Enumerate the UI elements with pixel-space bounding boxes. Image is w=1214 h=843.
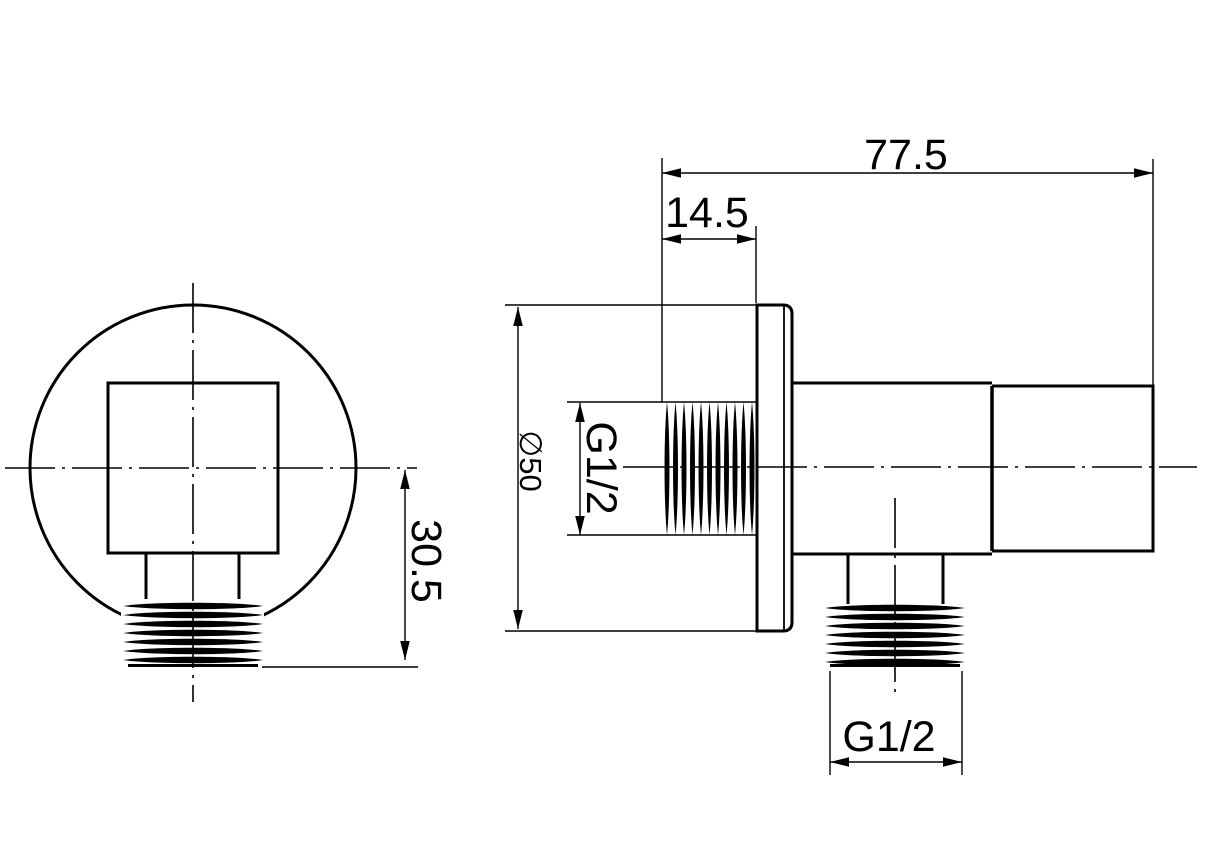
wall-flange-side — [755, 303, 794, 633]
arrowhead — [1134, 168, 1153, 178]
dim-text-total-depth: 77.5 — [864, 131, 948, 179]
arrowhead — [513, 610, 523, 629]
arrowhead — [400, 641, 410, 660]
arrowhead — [513, 307, 523, 326]
side-view — [664, 303, 1155, 667]
arrowhead — [575, 516, 585, 535]
end-cap — [992, 384, 1155, 553]
arrowhead — [662, 234, 681, 244]
arrowhead — [943, 757, 962, 767]
arrowhead — [737, 234, 756, 244]
arrowhead — [830, 757, 849, 767]
dim-text-wall-thread-length: 14.5 — [665, 189, 749, 237]
arrowhead — [575, 403, 585, 422]
dim-text-wall-thread-size: G1/2 — [577, 421, 625, 514]
centerlines — [5, 283, 1197, 702]
dimensions: 77.5 14.5 ∅50 G1/2 30.5 G1/2 — [262, 131, 1154, 775]
wall-thread-side — [664, 402, 755, 535]
dim-text-outlet-thread-size: G1/2 — [842, 713, 935, 761]
arrowhead — [400, 470, 410, 489]
dim-text-flange-diameter: ∅50 — [513, 430, 548, 492]
dim-text-outlet-offset: 30.5 — [402, 519, 450, 603]
arrowhead — [662, 168, 681, 178]
